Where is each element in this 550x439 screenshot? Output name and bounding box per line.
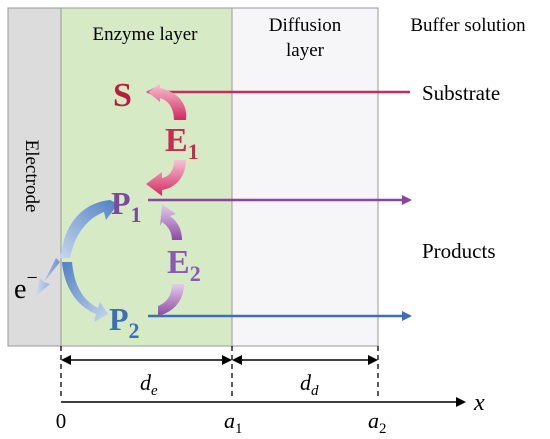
a1-letter: a <box>224 408 235 433</box>
electron-release-arrow <box>36 258 60 296</box>
product2-letter: P <box>109 301 129 337</box>
enzyme1-symbol: E1 <box>165 122 199 164</box>
electrode-region <box>7 7 62 347</box>
product1-letter: P <box>111 185 131 221</box>
enzyme-layer-region <box>60 7 233 347</box>
dd-subscript: d <box>311 383 319 399</box>
products-label: Products <box>422 239 496 263</box>
e2-upper-curved-arrow <box>160 204 182 240</box>
axis-origin-label: 0 <box>56 409 67 433</box>
a2-letter: a <box>368 408 379 433</box>
e1-lower-curved-arrow <box>146 160 186 196</box>
axis-a2-label: a2 <box>368 408 387 437</box>
e1-upper-curved-arrow <box>148 84 187 120</box>
diffusion-layer-label-line2: layer <box>286 40 325 61</box>
enzyme2-letter: E <box>167 244 190 281</box>
enzyme2-subscript: 2 <box>190 261 201 286</box>
e2-lower-curved-arrow <box>158 284 184 316</box>
substrate-symbol: S <box>113 77 132 114</box>
diffusion-layer-label-line1: Diffusion <box>269 15 342 36</box>
product2-subscript: 2 <box>129 318 140 343</box>
electrode-to-p2-curved-arrow <box>62 262 108 322</box>
electron-superscript: − <box>26 267 37 289</box>
a2-subscript: 2 <box>379 421 387 437</box>
dd-label: dd <box>300 370 319 399</box>
electrode-label: Electrode <box>21 140 42 213</box>
de-letter: d <box>140 370 152 395</box>
p1-to-electrode-curved-arrow <box>60 200 118 258</box>
enzyme1-subscript: 1 <box>188 139 199 164</box>
a1-subscript: 1 <box>235 421 243 437</box>
electron-letter: e <box>14 274 26 305</box>
product1-subscript: 1 <box>131 202 142 227</box>
diffusion-layer-region <box>231 7 379 347</box>
substrate-label: Substrate <box>422 81 500 105</box>
axis-a1-label: a1 <box>224 408 243 437</box>
enzyme2-symbol: E2 <box>167 244 201 286</box>
x-axis-label: x <box>473 390 485 416</box>
de-subscript: e <box>151 383 158 399</box>
electron-symbol: e− <box>14 267 38 305</box>
dd-letter: d <box>300 370 312 395</box>
product1-symbol: P1 <box>111 185 142 227</box>
de-label: de <box>140 370 158 399</box>
enzyme1-letter: E <box>165 122 188 159</box>
buffer-solution-label: Buffer solution <box>410 15 526 36</box>
enzyme-layer-label: Enzyme layer <box>93 24 199 45</box>
product2-symbol: P2 <box>109 301 140 343</box>
